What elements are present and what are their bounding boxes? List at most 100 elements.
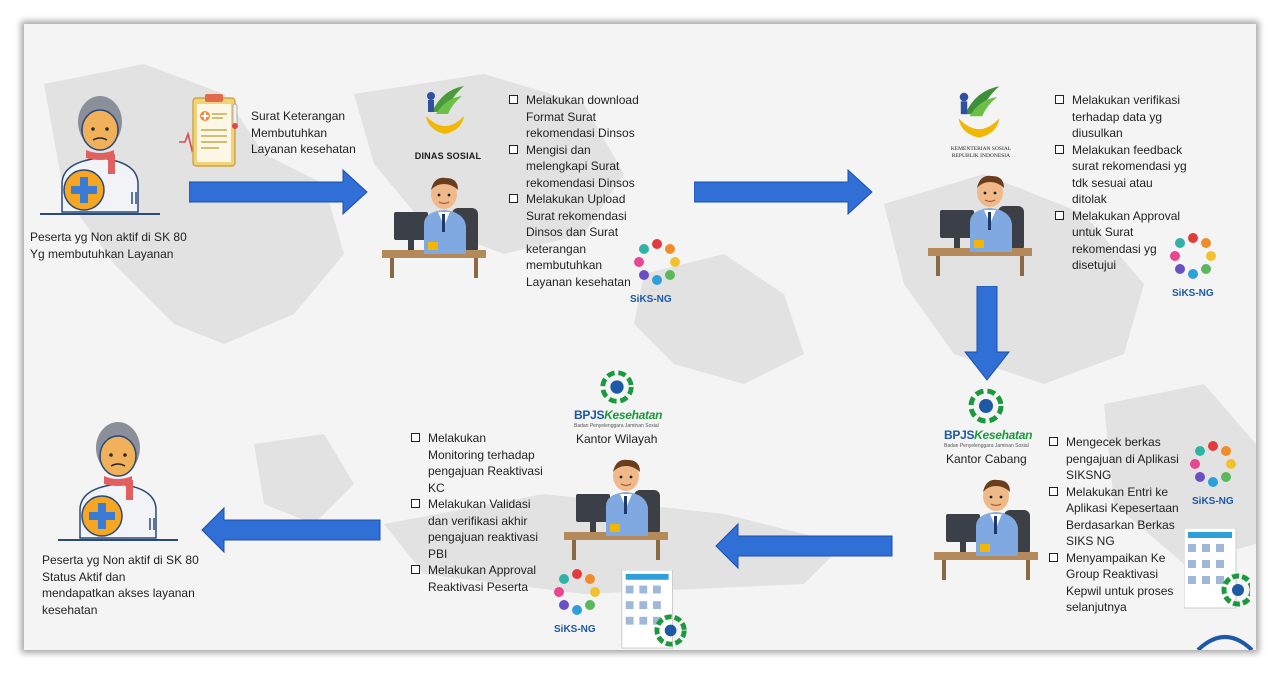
siks-ng-label: SiKS-NG: [630, 294, 672, 305]
task-line: Surat rekomendasi: [526, 208, 627, 223]
task-line: membutuhkan: [526, 258, 603, 272]
siks-ng-logo: [634, 239, 680, 285]
task-item: Mengisi dan melengkapi Surat rekomendasi…: [508, 142, 658, 192]
task-line: rekomendasi Dinsos: [526, 175, 635, 190]
kantor-wilayah-label: Kantor Wilayah: [576, 432, 658, 446]
task-line: SIKSNG: [1066, 468, 1112, 482]
task-line: Group Reaktivasi: [1066, 567, 1159, 581]
bpjs-subtitle: Badan Penyelenggara Jaminan Sosial: [574, 423, 659, 429]
app-screenshot-thumbnail: [1184, 528, 1250, 609]
bpjs-logo-icon: [968, 388, 1004, 424]
task-line: Berdasarkan Berkas: [1066, 517, 1175, 532]
officer-at-desk-icon: [564, 459, 668, 560]
map-background: [44, 64, 1256, 594]
task-item: Melakukan Monitoring terhadap pengajuan …: [410, 430, 560, 496]
kemensos-label: KEMENTERIAN SOSIAL REPUBLIK INDONESIA: [936, 146, 1026, 160]
kantor-cabang-label: Kantor Cabang: [946, 452, 1027, 466]
task-line: Melakukan feedback: [1072, 142, 1183, 157]
caption-line: Surat Keterangan: [251, 109, 346, 123]
kemensos-label-line: REPUBLIK INDONESIA: [951, 153, 1011, 159]
bpjs-wordmark: BPJSKesehatan: [574, 408, 662, 422]
document-caption: Surat Keterangan Membutuhkan Layanan kes…: [251, 108, 391, 158]
task-line: Melakukan Validasi: [428, 497, 531, 511]
dinsos-task-list: Melakukan download Format Surat rekomend…: [508, 92, 658, 290]
arrow-left-2: [201, 506, 381, 554]
medical-document-icon: [179, 94, 238, 167]
task-line: diusulkan: [1072, 126, 1123, 140]
task-line: PBI: [428, 546, 448, 561]
task-line: surat rekomendasi yg: [1072, 159, 1187, 173]
siks-ng-label: SiKS-NG: [554, 624, 596, 635]
kemensos-label-line: KEMENTERIAN SOSIAL: [950, 146, 1012, 152]
bpjs-main-text: BPJS: [574, 408, 605, 422]
arrow-left-1: [715, 522, 893, 570]
task-item: Melakukan Approval untuk Surat rekomenda…: [1054, 208, 1204, 274]
kantor-wilayah-task-list: Melakukan Monitoring terhadap pengajuan …: [410, 430, 560, 595]
task-item: Mengecek berkas pengajuan di Aplikasi SI…: [1048, 434, 1180, 484]
patient-sick-icon: [58, 422, 178, 541]
task-line: Monitoring terhadap: [428, 447, 535, 462]
patient-end-caption: Peserta yg Non aktif di SK 80 Status Akt…: [42, 552, 242, 618]
caption-line: Yg membutuhkan Layanan: [30, 246, 174, 261]
task-line: Reaktivasi Peserta: [428, 579, 529, 594]
task-item: Melakukan Validasi dan verifikasi akhir …: [410, 496, 560, 562]
officer-at-desk-icon: [382, 177, 486, 278]
task-line: pengajuan di Aplikasi: [1066, 451, 1179, 466]
task-line: Melakukan Entri ke: [1066, 484, 1169, 499]
bpjs-accent-text: Kesehatan: [974, 428, 1033, 442]
bpjs-main-text: BPJS: [944, 428, 975, 442]
task-line: Kepwil untuk proses: [1066, 583, 1174, 598]
task-line: melengkapi Surat: [526, 159, 620, 173]
task-line: Dinsos dan Surat: [526, 225, 619, 239]
task-line: ditolak: [1072, 192, 1107, 206]
caption-line: Peserta yg Non aktif di SK 80: [42, 553, 199, 567]
task-line: Melakukan verifikasi: [1072, 93, 1181, 107]
bpjs-wordmark: BPJSKesehatan: [944, 428, 1032, 442]
task-line: Menyampaikan Ke: [1066, 550, 1166, 565]
task-line: terhadap data yg: [1072, 109, 1163, 124]
caption-line: Layanan kesehatan: [251, 142, 356, 156]
caption-line: Membutuhkan: [251, 125, 328, 140]
caption-line: Status Aktif dan: [42, 569, 126, 584]
task-line: SIKS NG: [1066, 534, 1115, 548]
flow-diagram: Peserta yg Non aktif di SK 80 Yg membutu…: [24, 24, 1256, 650]
patient-start-caption: Peserta yg Non aktif di SK 80 Yg membutu…: [30, 229, 230, 262]
app-screenshot-thumbnail: [621, 570, 687, 649]
siks-ng-label: SiKS-NG: [1172, 288, 1214, 299]
task-line: pengajuan Reaktivasi: [428, 464, 543, 478]
task-line: Aplikasi Kepesertaan: [1066, 501, 1179, 515]
task-line: Mengisi dan: [526, 142, 591, 157]
task-item: Melakukan Approval Reaktivasi Peserta: [410, 562, 560, 595]
bpjs-logo-icon: [600, 370, 634, 404]
task-line: Melakukan Upload: [526, 192, 626, 206]
task-line: pengajuan reaktivasi: [428, 530, 539, 544]
arrow-right-1: [189, 168, 368, 216]
task-item: Melakukan verifikasi terhadap data yg di…: [1054, 92, 1204, 142]
task-line: Format Surat: [526, 109, 597, 124]
task-line: Melakukan: [428, 431, 487, 445]
caption-line: mendapatkan akses layanan: [42, 586, 195, 600]
siks-ng-logo: [1170, 233, 1216, 279]
dinsos-logo: [426, 86, 464, 134]
task-item: Melakukan feedback surat rekomendasi yg …: [1054, 142, 1204, 208]
officer-at-desk-icon: [934, 479, 1038, 580]
task-line: untuk Surat: [1072, 225, 1134, 239]
task-line: Melakukan Approval: [1072, 208, 1181, 223]
task-item: Melakukan download Format Surat rekomend…: [508, 92, 658, 142]
corner-badge: [1196, 635, 1254, 650]
task-line: Mengecek berkas: [1066, 435, 1161, 449]
task-line: KC: [428, 480, 445, 495]
bpjs-subtitle: Badan Penyelenggara Jaminan Sosial: [944, 443, 1029, 449]
task-line: rekomendasi Dinsos: [526, 126, 635, 140]
caption-line: Peserta yg Non aktif di SK 80: [30, 230, 187, 244]
task-line: selanjutnya: [1066, 600, 1127, 614]
task-line: Melakukan Approval: [428, 563, 537, 577]
siks-ng-logo: [1190, 441, 1236, 487]
task-line: rekomendasi yg: [1072, 241, 1157, 256]
task-line: dan verifikasi akhir: [428, 513, 528, 528]
kantor-cabang-task-list: Mengecek berkas pengajuan di Aplikasi SI…: [1048, 434, 1180, 616]
task-item: Melakukan Upload Surat rekomendasi Dinso…: [508, 191, 658, 290]
arrow-down: [964, 286, 1010, 381]
caption-line: kesehatan: [42, 602, 98, 617]
task-item: Menyampaikan Ke Group Reaktivasi Kepwil …: [1048, 550, 1180, 616]
